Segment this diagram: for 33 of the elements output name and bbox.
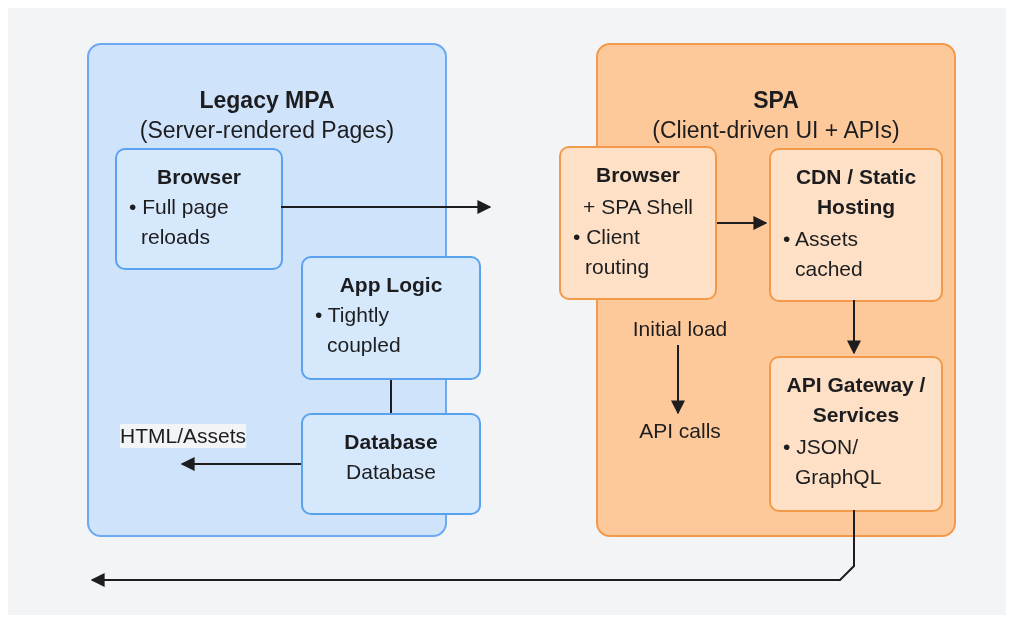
panel-subtitle: (Server-rendered Pages) — [138, 116, 396, 145]
box-text: Database — [345, 459, 437, 485]
box-title: Browser — [156, 164, 242, 190]
connector-line — [390, 379, 392, 414]
box-text: • Client routing — [572, 224, 651, 280]
arrow — [180, 457, 302, 471]
process-box — [301, 256, 481, 380]
database-box — [301, 413, 481, 515]
flow-text: API calls — [638, 418, 722, 444]
box-text: • Full page reloads — [128, 194, 230, 250]
panel-title: SPA — [752, 86, 800, 115]
panel-subtitle: (Client-driven UI + APIs) — [651, 116, 901, 145]
edge-label: HTML/Assets — [120, 424, 247, 448]
process-box — [115, 148, 283, 270]
box-text: + SPA Shell — [582, 194, 694, 220]
process-box — [769, 356, 943, 512]
box-title: Database — [343, 429, 439, 455]
box-title: API Gateway / Services — [785, 372, 927, 428]
box-title: App Logic — [338, 272, 444, 298]
box-text: • JSON/ GraphQL — [782, 434, 883, 490]
arrow — [90, 509, 855, 587]
process-box — [769, 148, 943, 302]
arrow — [847, 299, 861, 355]
process-box — [559, 146, 717, 300]
arrow — [716, 216, 768, 230]
panel-title: Legacy MPA — [198, 86, 336, 115]
flow-text: Initial load — [631, 316, 729, 342]
arrow — [280, 200, 492, 214]
box-text: • Tightly coupled — [314, 302, 402, 358]
box-text: • Assets cached — [782, 226, 864, 282]
box-title: Browser — [595, 162, 681, 188]
box-title: CDN / Static Hosting — [794, 164, 918, 220]
arrow — [671, 344, 685, 415]
